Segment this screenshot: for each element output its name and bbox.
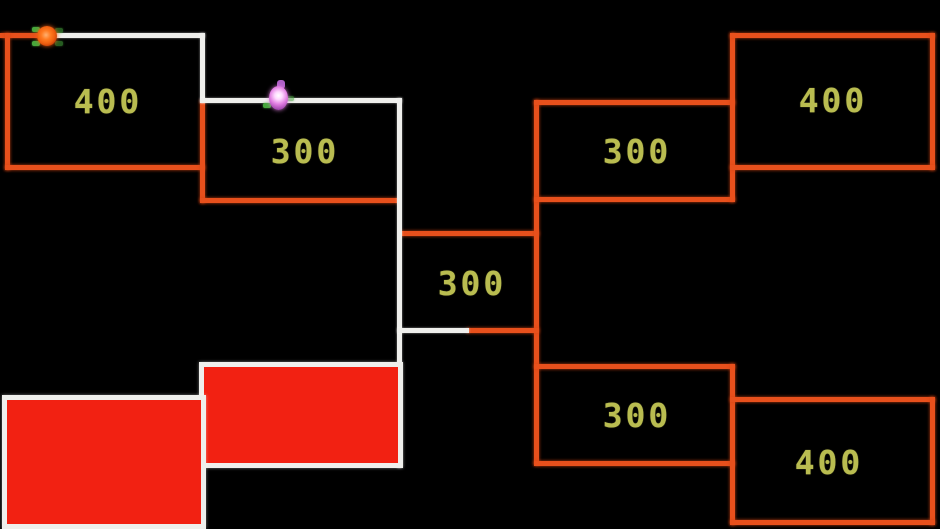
score-box-label-center: 300 [437,264,507,303]
maze-path-segment [930,397,935,525]
maze-path-segment [534,197,735,202]
score-box-label-top-right: 400 [798,81,868,120]
player-limb-icon [55,28,63,33]
painted-path-segment [200,98,402,103]
maze-path-segment [400,231,539,236]
painted-path-segment [397,98,402,468]
maze-path-segment [200,198,399,203]
maze-path-segment [930,33,935,170]
maze-path-segment [730,33,935,38]
painted-path-segment [44,33,205,38]
maze-path-segment [730,520,935,525]
orange-creature-icon [37,26,57,46]
player-limb-icon [32,41,40,46]
maze-path-segment [5,33,10,170]
score-box-label-right-lower: 300 [602,396,672,435]
pink-creature-icon [269,86,288,110]
maze-path-segment [730,364,735,525]
maze-path-segment [0,33,48,38]
player-limb-icon [55,41,63,46]
maze-path-segment [534,100,539,465]
score-box-label-upper-middle: 300 [270,132,340,171]
player-limb-icon [32,27,40,32]
filled-box-left [2,395,206,529]
enemy-limb-icon [263,103,271,108]
painted-path-segment [397,328,469,333]
maze-path-segment [200,100,205,203]
maze-path-segment [534,364,735,369]
maze-path-segment [730,165,935,170]
maze-path-segment [730,397,935,402]
score-box-label-bottom-right: 400 [794,443,864,482]
maze-path-segment [5,165,205,170]
enemy-head-icon [277,80,285,89]
enemy-limb-icon [286,96,294,101]
maze-path-segment [534,461,735,466]
maze-path-segment [730,33,735,202]
maze-path-segment [467,328,539,333]
score-box-label-right-upper: 300 [602,132,672,171]
filled-box-right [199,362,403,468]
painted-path-segment [200,33,205,103]
maze-path-segment [534,100,735,105]
score-box-label-top-left: 400 [73,82,143,121]
